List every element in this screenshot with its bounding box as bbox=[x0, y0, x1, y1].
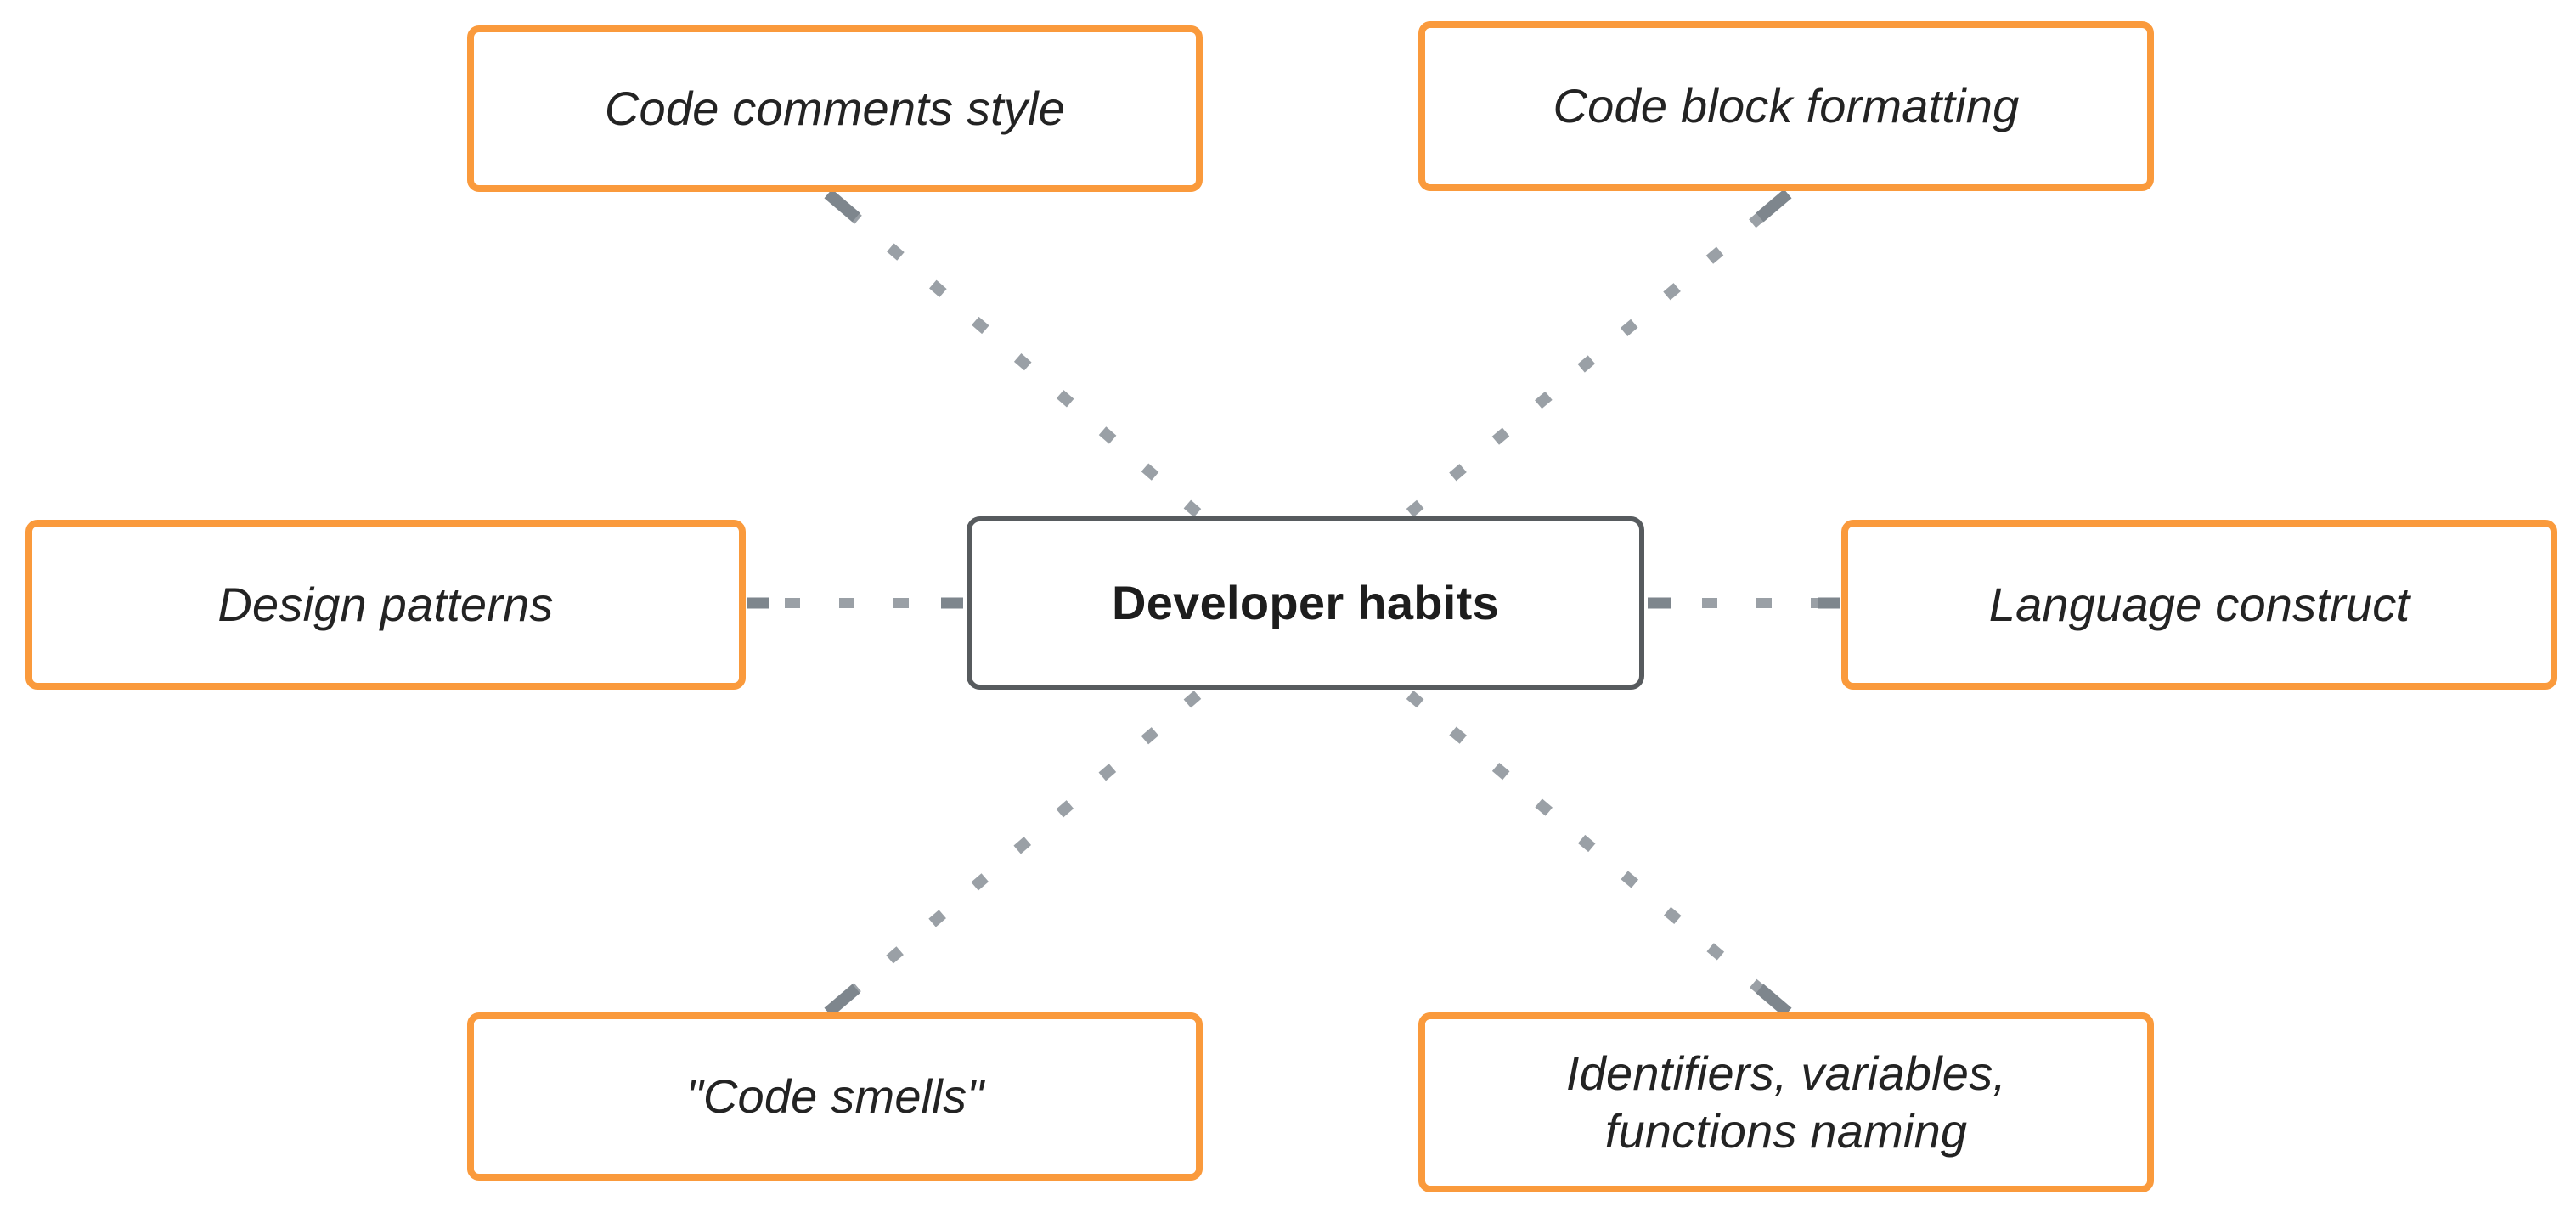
node-label: Identifiers, variables, functions naming bbox=[1551, 1045, 2021, 1161]
node-developer-habits[interactable]: Developer habits bbox=[967, 516, 1644, 690]
node-code-comments-style[interactable]: Code comments style bbox=[467, 25, 1203, 192]
connector-center-to-identifiers-naming bbox=[1406, 691, 1792, 1018]
connector-center-to-code-smells bbox=[824, 691, 1202, 1018]
node-code-smells[interactable]: "Code smells" bbox=[467, 1012, 1203, 1181]
node-design-patterns[interactable]: Design patterns bbox=[25, 520, 746, 690]
node-label: Developer habits bbox=[1111, 576, 1500, 630]
node-label-line-2: functions naming bbox=[1604, 1104, 1968, 1158]
node-label-line-1: Identifiers, variables, bbox=[1565, 1046, 2007, 1100]
node-label: Code comments style bbox=[604, 81, 1066, 135]
node-label: "Code smells" bbox=[685, 1068, 984, 1123]
node-code-block-formatting[interactable]: Code block formatting bbox=[1418, 21, 2154, 191]
node-label: Language construct bbox=[1988, 577, 2410, 631]
node-language-construct[interactable]: Language construct bbox=[1841, 520, 2557, 690]
node-identifiers-naming[interactable]: Identifiers, variables, functions naming bbox=[1418, 1012, 2154, 1192]
connector-center-to-code-block-formatting bbox=[1406, 189, 1792, 517]
node-label: Code block formatting bbox=[1553, 78, 2020, 132]
node-label: Design patterns bbox=[217, 577, 554, 631]
connector-center-to-code-comments-style bbox=[824, 189, 1202, 517]
